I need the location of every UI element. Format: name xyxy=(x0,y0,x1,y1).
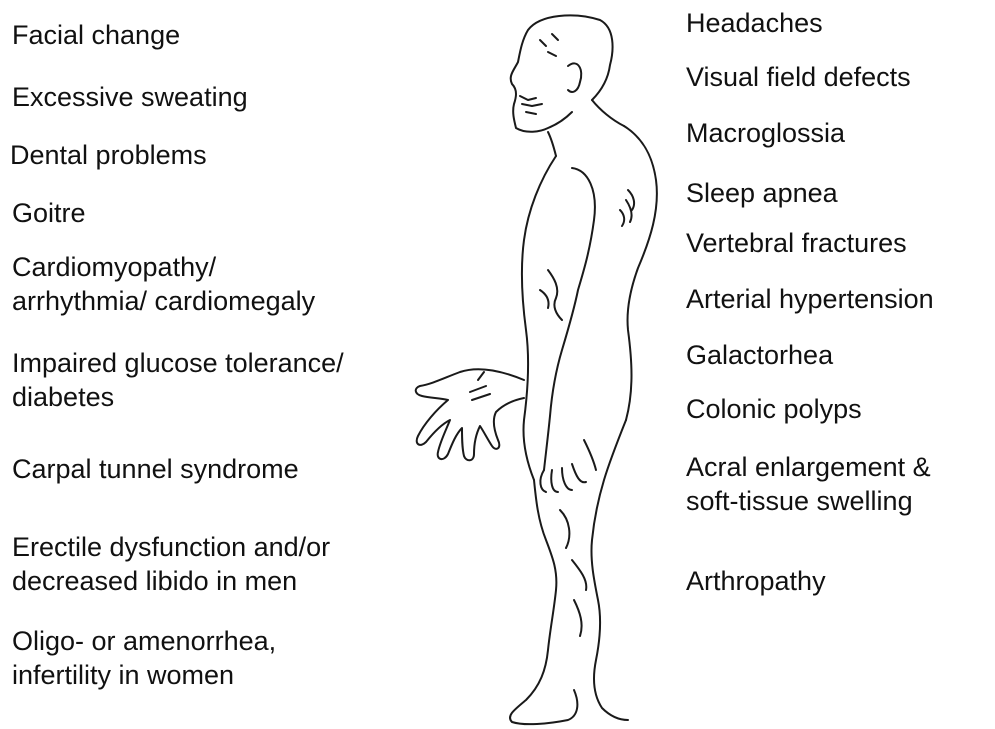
chest-outline xyxy=(522,156,556,480)
back-leg-outline xyxy=(591,420,628,720)
label-oligo-amenorrhea: Oligo- or amenorrhea, infertility in wom… xyxy=(12,624,276,692)
neck-outline xyxy=(548,100,624,156)
label-arthropathy: Arthropathy xyxy=(686,564,826,598)
label-erectile-dysfunction: Erectile dysfunction and/or decreased li… xyxy=(12,530,330,598)
label-dental-problems: Dental problems xyxy=(10,138,207,172)
beard-texture xyxy=(520,34,558,114)
label-facial-change: Facial change xyxy=(12,18,180,52)
label-impaired-glucose-tolerance: Impaired glucose tolerance/ diabetes xyxy=(12,346,344,414)
label-acral-enlargement: Acral enlargement & soft-tissue swelling xyxy=(686,450,931,518)
front-leg-outline xyxy=(510,480,577,724)
label-colonic-polyps: Colonic polyps xyxy=(686,392,862,426)
label-goitre: Goitre xyxy=(12,196,86,230)
arm-outline xyxy=(544,168,595,470)
palm-lines xyxy=(470,372,490,400)
label-arterial-hypertension: Arterial hypertension xyxy=(686,282,934,316)
human-body-side-view-icon xyxy=(400,0,670,729)
knee-outline xyxy=(560,510,586,636)
label-excessive-sweating: Excessive sweating xyxy=(12,80,248,114)
label-macroglossia: Macroglossia xyxy=(686,116,845,150)
head-outline xyxy=(511,15,613,131)
label-vertebral-fractures: Vertebral fractures xyxy=(686,226,907,260)
label-galactorhea: Galactorhea xyxy=(686,338,833,372)
label-headaches: Headaches xyxy=(686,6,823,40)
ear-outline xyxy=(568,63,581,92)
label-carpal-tunnel: Carpal tunnel syndrome xyxy=(12,452,299,486)
label-visual-field-defects: Visual field defects xyxy=(686,60,911,94)
extended-hand-outline xyxy=(416,369,524,460)
figure-outline xyxy=(416,15,657,724)
label-sleep-apnea: Sleep apnea xyxy=(686,176,838,210)
back-outline xyxy=(624,126,657,420)
label-cardiomyopathy: Cardiomyopathy/ arrhythmia/ cardiomegaly xyxy=(12,250,315,318)
hand-outline xyxy=(540,440,596,492)
